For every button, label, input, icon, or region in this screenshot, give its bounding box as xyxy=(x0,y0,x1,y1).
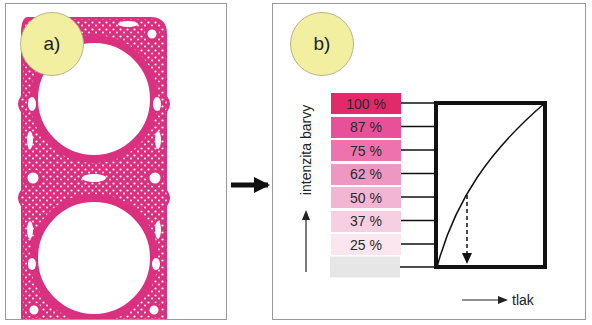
reading-arrow xyxy=(466,195,468,254)
color-swatch: 50 % xyxy=(331,187,401,208)
percent-label: 50 % xyxy=(350,190,382,206)
label-circle: a) xyxy=(20,12,84,76)
percent-label: 87 % xyxy=(350,119,382,135)
percent-label: 37 % xyxy=(350,213,382,229)
calibration-curve xyxy=(437,103,545,267)
level-ticks xyxy=(400,103,436,267)
panel-letter: a) xyxy=(44,33,61,55)
cylinder-bore xyxy=(34,198,154,318)
zero-swatch xyxy=(330,257,400,278)
figure-panel: a) xyxy=(5,3,227,320)
axis-arrowhead xyxy=(498,296,508,304)
axis-arrow xyxy=(305,218,306,272)
reading-arrowhead xyxy=(462,253,472,264)
color-swatch: 37 % xyxy=(331,211,401,232)
color-swatch: 87 % xyxy=(331,117,401,138)
percent-label: 75 % xyxy=(350,143,382,159)
axis-arrowhead xyxy=(302,210,310,220)
percent-label: 100 % xyxy=(346,96,386,112)
color-swatch: 25 % xyxy=(331,234,401,255)
percent-label: 25 % xyxy=(350,237,382,253)
axis-label: intenzita barvy xyxy=(298,105,314,195)
axis-arrow xyxy=(462,299,500,300)
figure-panel: b) 100 % 87 % 75 % 62 % 50 % 37 % 25 % xyxy=(272,3,586,320)
graph-frame xyxy=(436,103,545,267)
panel-letter: b) xyxy=(314,33,331,55)
color-swatch: 100 % xyxy=(331,93,401,114)
color-swatch: 62 % xyxy=(331,164,401,185)
color-swatch: 75 % xyxy=(331,140,401,161)
label-circle: b) xyxy=(290,12,354,76)
axis-label: tlak xyxy=(512,292,534,308)
flow-arrow xyxy=(231,183,268,188)
percent-label: 62 % xyxy=(350,166,382,182)
